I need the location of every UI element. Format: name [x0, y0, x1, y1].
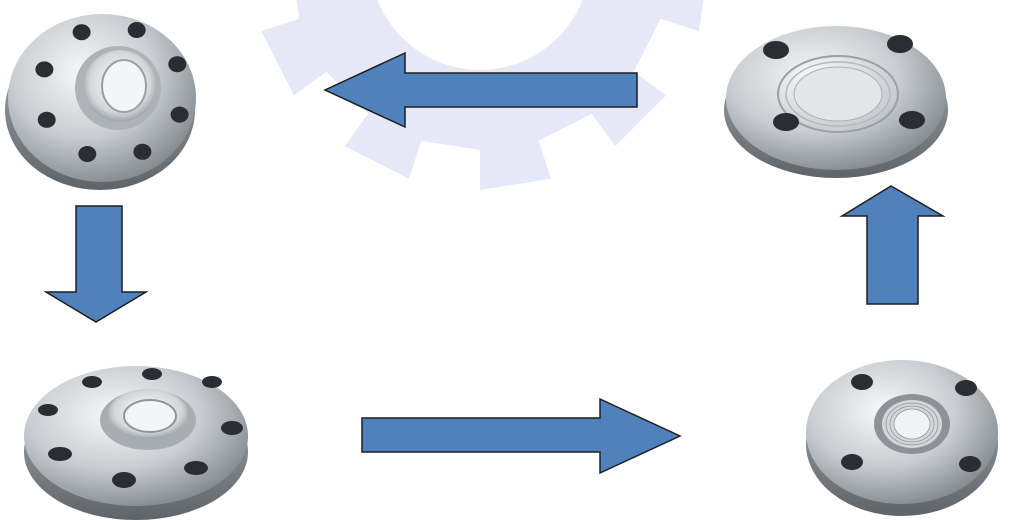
thread-rings [885, 402, 939, 446]
bolt-holes [35, 22, 189, 162]
bolt-hole [35, 61, 54, 78]
bolt-hole [127, 22, 146, 38]
threaded-flange-icon [806, 360, 998, 516]
bolt-hole [72, 24, 91, 41]
gear-watermark-hole [377, 0, 583, 70]
arrow-right [361, 397, 682, 475]
slip-on-flange-icon [24, 366, 248, 520]
bolt-hole [133, 143, 152, 160]
arrow-up [839, 185, 946, 305]
arrow-left [323, 51, 638, 129]
arrow-down [43, 205, 149, 323]
bolt-hole [37, 111, 56, 128]
bolt-hole [170, 106, 189, 123]
bolt-hole [78, 146, 97, 162]
weld-neck-flange-icon [5, 14, 196, 190]
blind-flange-icon [724, 26, 948, 178]
bolt-hole [168, 56, 187, 73]
